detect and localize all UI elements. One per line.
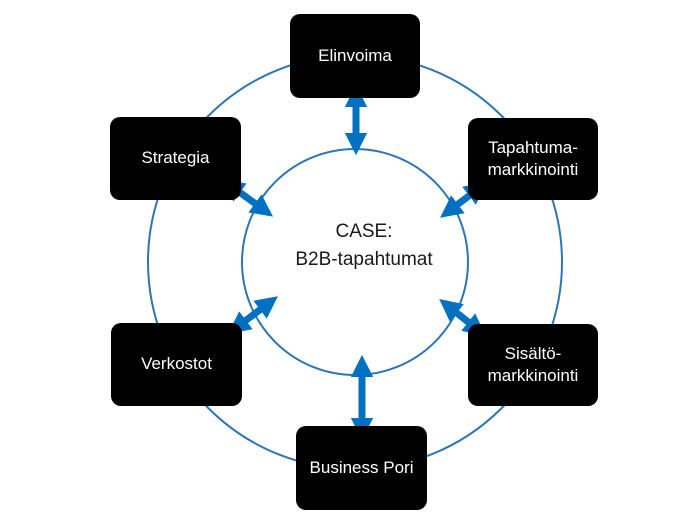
node-label: Strategia	[141, 148, 210, 168]
node-label: Business Pori	[309, 457, 414, 477]
node-label: Verkostot	[141, 354, 212, 374]
node-label: Tapahtuma- markkinointi	[487, 137, 579, 179]
arrow-verkostot	[228, 296, 278, 334]
node-strategia: Strategia	[110, 117, 241, 200]
node-label: Elinvoima	[318, 45, 392, 65]
node-sisaltomarkkinointi: Sisältö- markkinointi	[468, 324, 598, 406]
node-verkostot: Verkostot	[111, 323, 242, 406]
node-label: Sisältö- markkinointi	[487, 343, 579, 385]
node-tapahtumamarkkinointi: Tapahtuma- markkinointi	[468, 118, 598, 200]
node-elinvoima: Elinvoima	[290, 14, 420, 98]
center-label: CASE: B2B-tapahtumat	[295, 221, 433, 270]
node-business-pori: Business Pori	[296, 426, 427, 510]
